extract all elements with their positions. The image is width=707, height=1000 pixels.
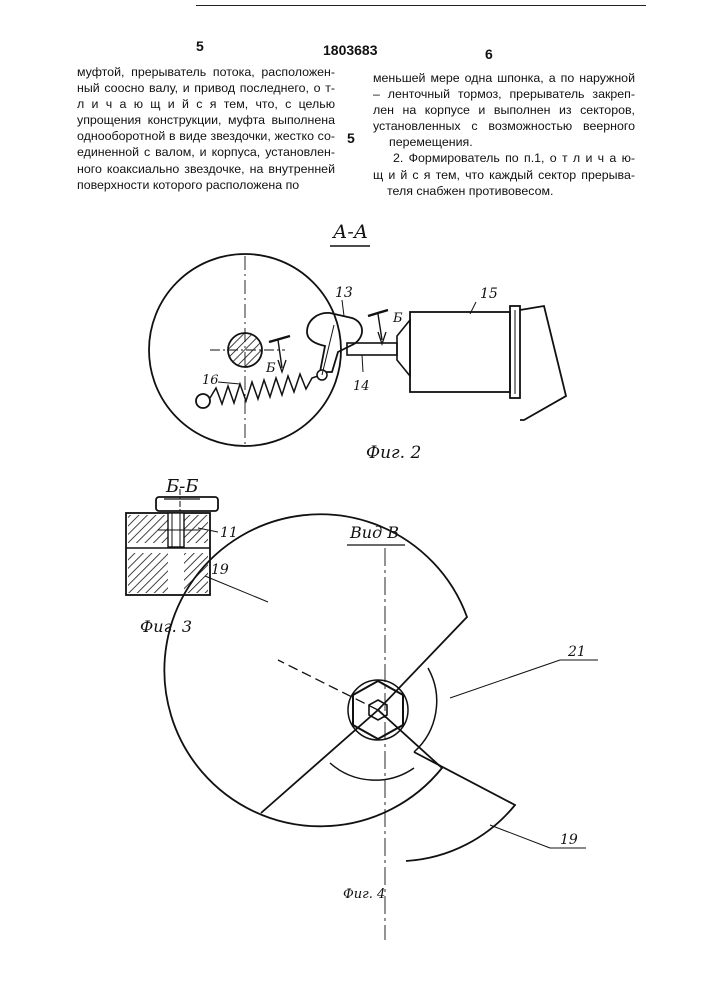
sector-guide [384, 728, 510, 845]
fig4-drawing: Вид В 19 21 [164, 514, 598, 940]
hatch-area [128, 515, 168, 543]
fig3-section-label: Б-Б [165, 476, 199, 497]
label-b-right: Б [392, 311, 403, 326]
leader-21 [450, 660, 560, 698]
label-21: 21 [567, 644, 586, 660]
sector-divider [261, 710, 378, 813]
fig4-caption: Фиг. 4 [343, 887, 385, 902]
leader-14 [362, 355, 363, 372]
actuator-nose [397, 320, 410, 376]
fig2-drawing: А-А 16 Б Б 13 [149, 221, 566, 463]
actuator-15-body [410, 312, 510, 392]
label-15: 15 [480, 286, 498, 302]
label-13: 13 [335, 285, 353, 301]
sector-19-large [164, 514, 467, 826]
actuator-mount [520, 306, 566, 420]
hatch-area [128, 553, 168, 593]
label-14: 14 [353, 379, 370, 394]
leader-19a [205, 576, 268, 602]
hub-ring-right [414, 668, 437, 752]
sector-19-small [406, 752, 515, 861]
hidden-divider [278, 660, 378, 710]
leader-13 [342, 300, 344, 316]
rod-14 [347, 343, 397, 355]
spring-anchor [196, 394, 210, 408]
leader-16 [218, 382, 240, 384]
hub-ring-bottom [330, 763, 414, 780]
label-16: 16 [202, 373, 219, 388]
label-19a: 19 [211, 562, 229, 578]
label-19b: 19 [560, 832, 578, 848]
shaft-section [228, 333, 262, 367]
fig3-caption: Фиг. 3 [140, 617, 192, 636]
label-b-left: Б [265, 361, 276, 376]
fig3-drawing: Б-Б 11 Фиг. 3 [126, 476, 238, 636]
fig2-section-label: А-А [331, 221, 368, 243]
leader-19b [490, 825, 550, 848]
spring-16 [210, 374, 318, 404]
fig2-caption: Фиг. 2 [366, 443, 421, 463]
section-mark-left [269, 336, 290, 342]
